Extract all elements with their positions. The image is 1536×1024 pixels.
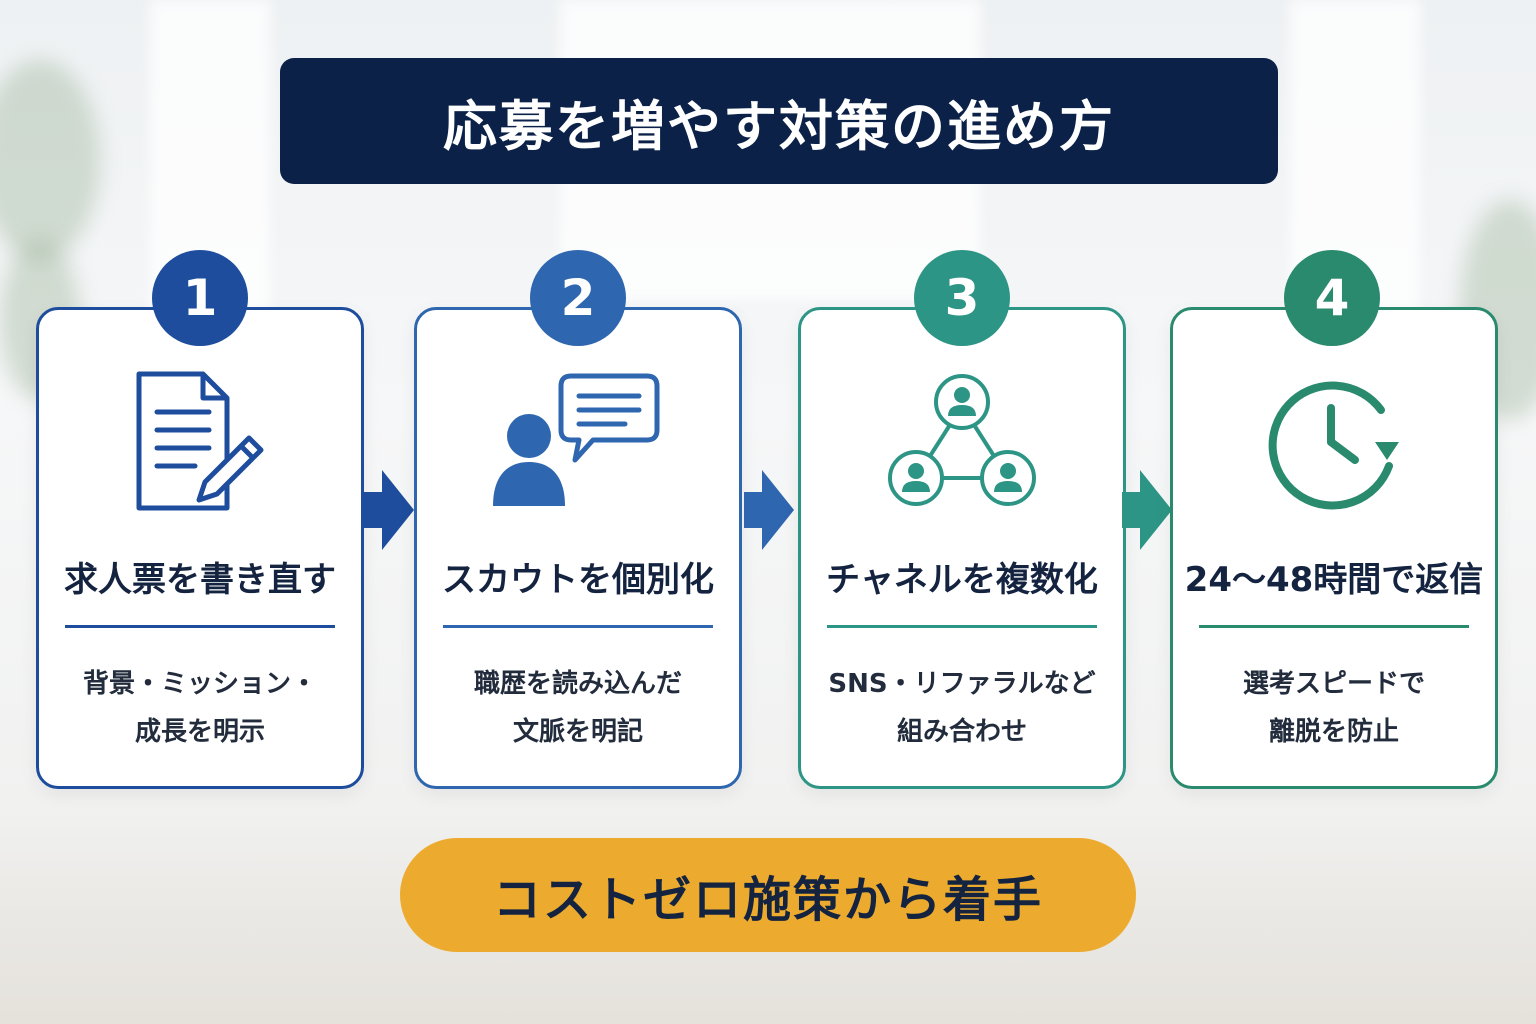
divider xyxy=(65,625,335,628)
step-description-line: 成長を明示 xyxy=(134,717,265,747)
divider xyxy=(1199,625,1469,628)
step-number-badge-3: 3 xyxy=(914,250,1010,346)
step-heading: スカウトを個別化 xyxy=(442,560,714,600)
step-description: 背景・ミッション・ 成長を明示 xyxy=(39,660,361,756)
footer-text: コストゼロ施策から着手 xyxy=(492,872,1043,928)
person-chat-icon xyxy=(493,368,663,522)
page-title: 応募を増やす対策の進め方 xyxy=(443,94,1115,158)
footer-banner: コストゼロ施策から着手 xyxy=(400,838,1136,952)
step-number-badge-2: 2 xyxy=(530,250,626,346)
step-description-line: 選考スピードで xyxy=(1242,669,1425,699)
step-heading: 24〜48時間で返信 xyxy=(1184,560,1484,600)
arrow-right-icon xyxy=(1122,470,1172,554)
bg-plant-left xyxy=(0,60,100,260)
divider xyxy=(443,625,713,628)
step-description-line: 職歴を読み込んだ xyxy=(473,669,682,699)
step-heading: チャネルを複数化 xyxy=(826,560,1098,600)
divider xyxy=(827,625,1097,628)
step-number-badge-4: 4 xyxy=(1284,250,1380,346)
network-people-icon xyxy=(882,368,1042,522)
step-description-line: 組み合わせ xyxy=(896,717,1027,747)
step-description-line: SNS・リファラルなど xyxy=(828,669,1096,699)
title-banner: 応募を増やす対策の進め方 xyxy=(280,58,1278,184)
clock-refresh-icon xyxy=(1259,368,1409,522)
step-description-line: 離脱を防止 xyxy=(1268,717,1399,747)
arrow-right-icon xyxy=(364,470,414,554)
document-edit-icon xyxy=(125,368,275,522)
step-number-badge-1: 1 xyxy=(152,250,248,346)
step-card-4: 24〜48時間で返信 選考スピードで 離脱を防止 xyxy=(1170,307,1498,789)
step-description: 選考スピードで 離脱を防止 xyxy=(1173,660,1495,756)
step-card-3: チャネルを複数化 SNS・リファラルなど 組み合わせ xyxy=(798,307,1126,789)
step-description: SNS・リファラルなど 組み合わせ xyxy=(801,660,1123,756)
step-description-line: 背景・ミッション・ xyxy=(82,669,317,699)
step-description: 職歴を読み込んだ 文脈を明記 xyxy=(417,660,739,756)
arrow-right-icon xyxy=(744,470,794,554)
step-card-1: 求人票を書き直す 背景・ミッション・ 成長を明示 xyxy=(36,307,364,789)
step-heading: 求人票を書き直す xyxy=(64,560,336,600)
step-card-2: スカウトを個別化 職歴を読み込んだ 文脈を明記 xyxy=(414,307,742,789)
step-description-line: 文脈を明記 xyxy=(512,717,643,747)
